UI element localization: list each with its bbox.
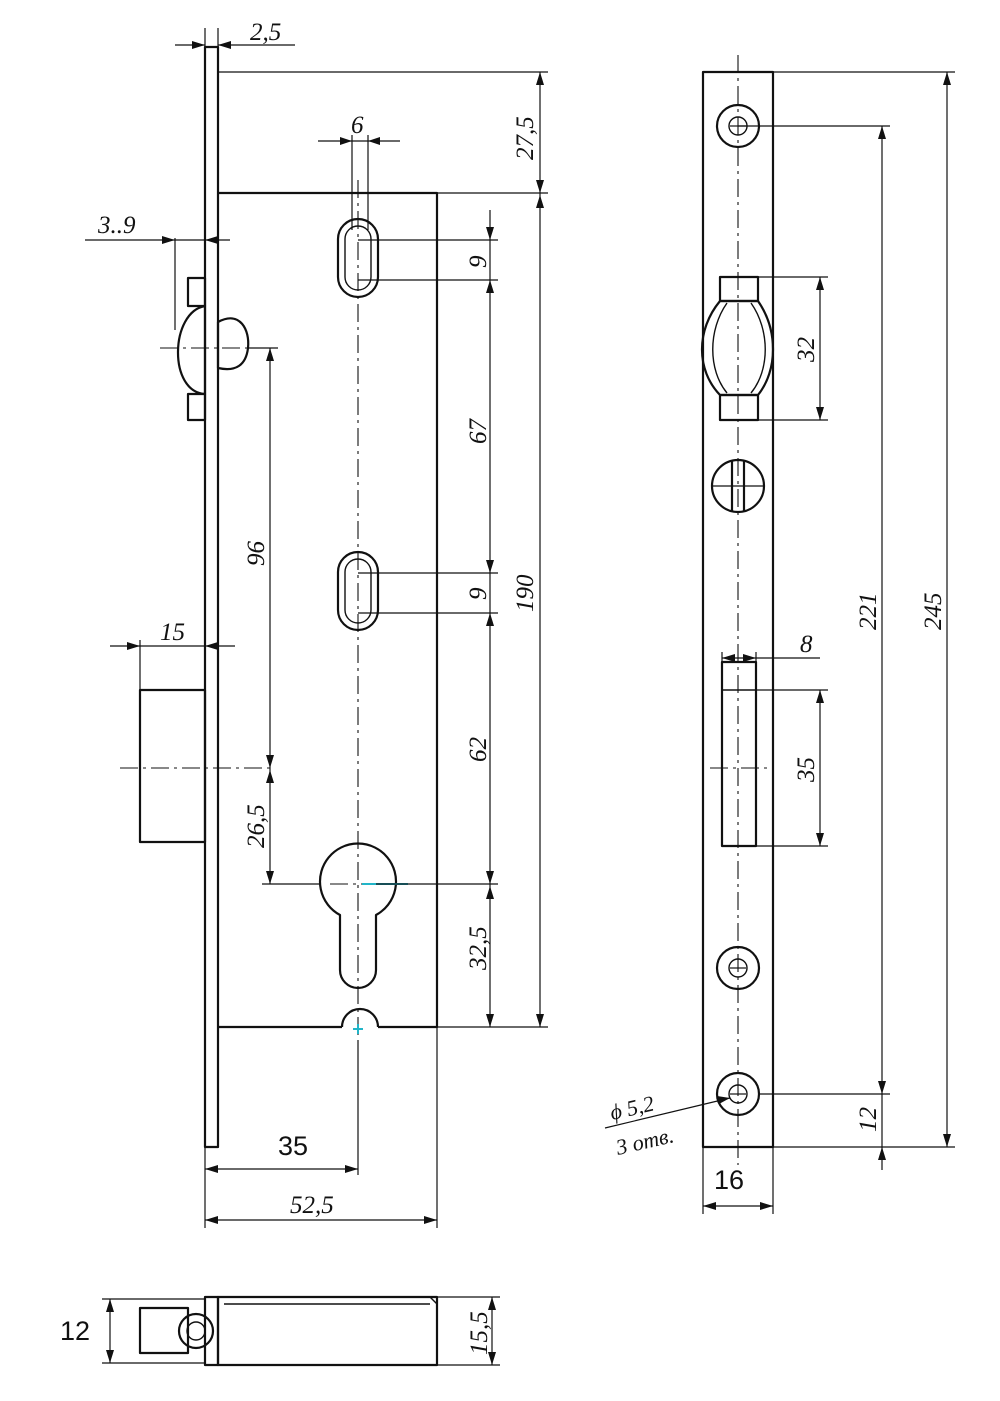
faceplate-strip [203, 45, 220, 1149]
label-15: 15 [160, 619, 185, 646]
dim-slot-height-upper: 9 [465, 210, 494, 293]
spindle-hole [710, 458, 766, 514]
dim-slot-to-cylinder: 62 [465, 613, 494, 884]
latch [160, 276, 270, 422]
label-hole-diameter: ϕ 5,2 [608, 1091, 657, 1125]
label-8: 8 [800, 631, 813, 658]
label-15-5: 15,5 [466, 1311, 493, 1355]
bottom-notch [340, 1007, 380, 1028]
dim-plate-width: 16 [702, 1147, 774, 1214]
label-6: 6 [351, 112, 364, 139]
dim-latch-to-bolt: 96 [243, 348, 274, 768]
dim-faceplate-thickness: 2,5 [175, 19, 295, 49]
dim-backset: 35 [204, 1040, 359, 1228]
label-62: 62 [465, 737, 492, 762]
label-32: 32 [793, 337, 820, 363]
dim-slot-pitch: 67 [465, 280, 494, 573]
label-26-5: 26,5 [243, 804, 270, 848]
dim-cylinder-to-bottom: 32,5 [465, 884, 494, 1027]
dim-hole-pitch: 221 [855, 126, 886, 1094]
front-view: 2,5 3..9 6 27,5 [85, 19, 548, 1228]
label-190: 190 [512, 574, 539, 612]
dim-top-offset: 27,5 [512, 72, 544, 193]
label-12-offset: 12 [855, 1107, 882, 1132]
label-9-lower: 9 [465, 587, 492, 600]
label-3-9: 3..9 [97, 212, 136, 239]
cylinder-cutout [318, 842, 398, 990]
dim-plate-length: 245 [920, 72, 951, 1147]
dim-bolt-width: 8 [721, 631, 820, 690]
dim-case-height: 190 [512, 193, 544, 1027]
lower-slot [336, 550, 380, 632]
label-hole-count: 3 отв. [613, 1122, 677, 1160]
label-35-backset: 35 [278, 1131, 308, 1161]
upper-slot [336, 217, 380, 299]
dim-slot-width: 6 [318, 112, 400, 230]
bottom-screw-hole [715, 1071, 761, 1117]
label-12-bolt: 12 [60, 1316, 90, 1346]
label-16: 16 [714, 1165, 744, 1195]
lock-case [218, 191, 439, 1029]
bottom-bolt [138, 1306, 190, 1355]
faceplate-view: 32 8 35 221 12 [604, 55, 955, 1214]
dim-case-depth: 52,5 [205, 1027, 438, 1228]
bottom-faceplate [203, 1295, 220, 1367]
dead-bolt [120, 688, 270, 844]
dim-bolt-height: 35 [793, 690, 824, 846]
label-52-5: 52,5 [290, 1192, 334, 1219]
faceplate-latch [701, 275, 774, 422]
dim-latch-height: 32 [793, 277, 824, 420]
dim-bolt-projection: 15 [110, 619, 235, 690]
bottom-case [216, 1295, 439, 1367]
hole-note: ϕ 5,2 3 отв. [604, 1091, 731, 1160]
faceplate-bolt [710, 660, 768, 848]
label-67: 67 [465, 418, 492, 445]
middle-screw-hole [715, 945, 761, 991]
label-96: 96 [243, 541, 270, 567]
label-9-upper: 9 [465, 255, 492, 268]
label-27-5: 27,5 [512, 116, 539, 160]
dim-bolt-to-cylinder: 26,5 [243, 768, 274, 884]
dim-bolt-thickness: 12 [60, 1298, 205, 1364]
label-245: 245 [920, 593, 947, 631]
bottom-view: 12 15,5 [60, 1295, 500, 1367]
dim-latch-projection: 3..9 [85, 212, 230, 330]
label-2-5: 2,5 [250, 19, 281, 46]
label-35-bolt: 35 [793, 757, 820, 783]
label-221: 221 [855, 593, 882, 631]
label-32-5: 32,5 [465, 926, 492, 971]
bottom-latch-round [177, 1312, 215, 1350]
dim-case-thickness: 15,5 [437, 1296, 500, 1366]
dim-bottom-hole-offset: 12 [855, 1094, 886, 1170]
